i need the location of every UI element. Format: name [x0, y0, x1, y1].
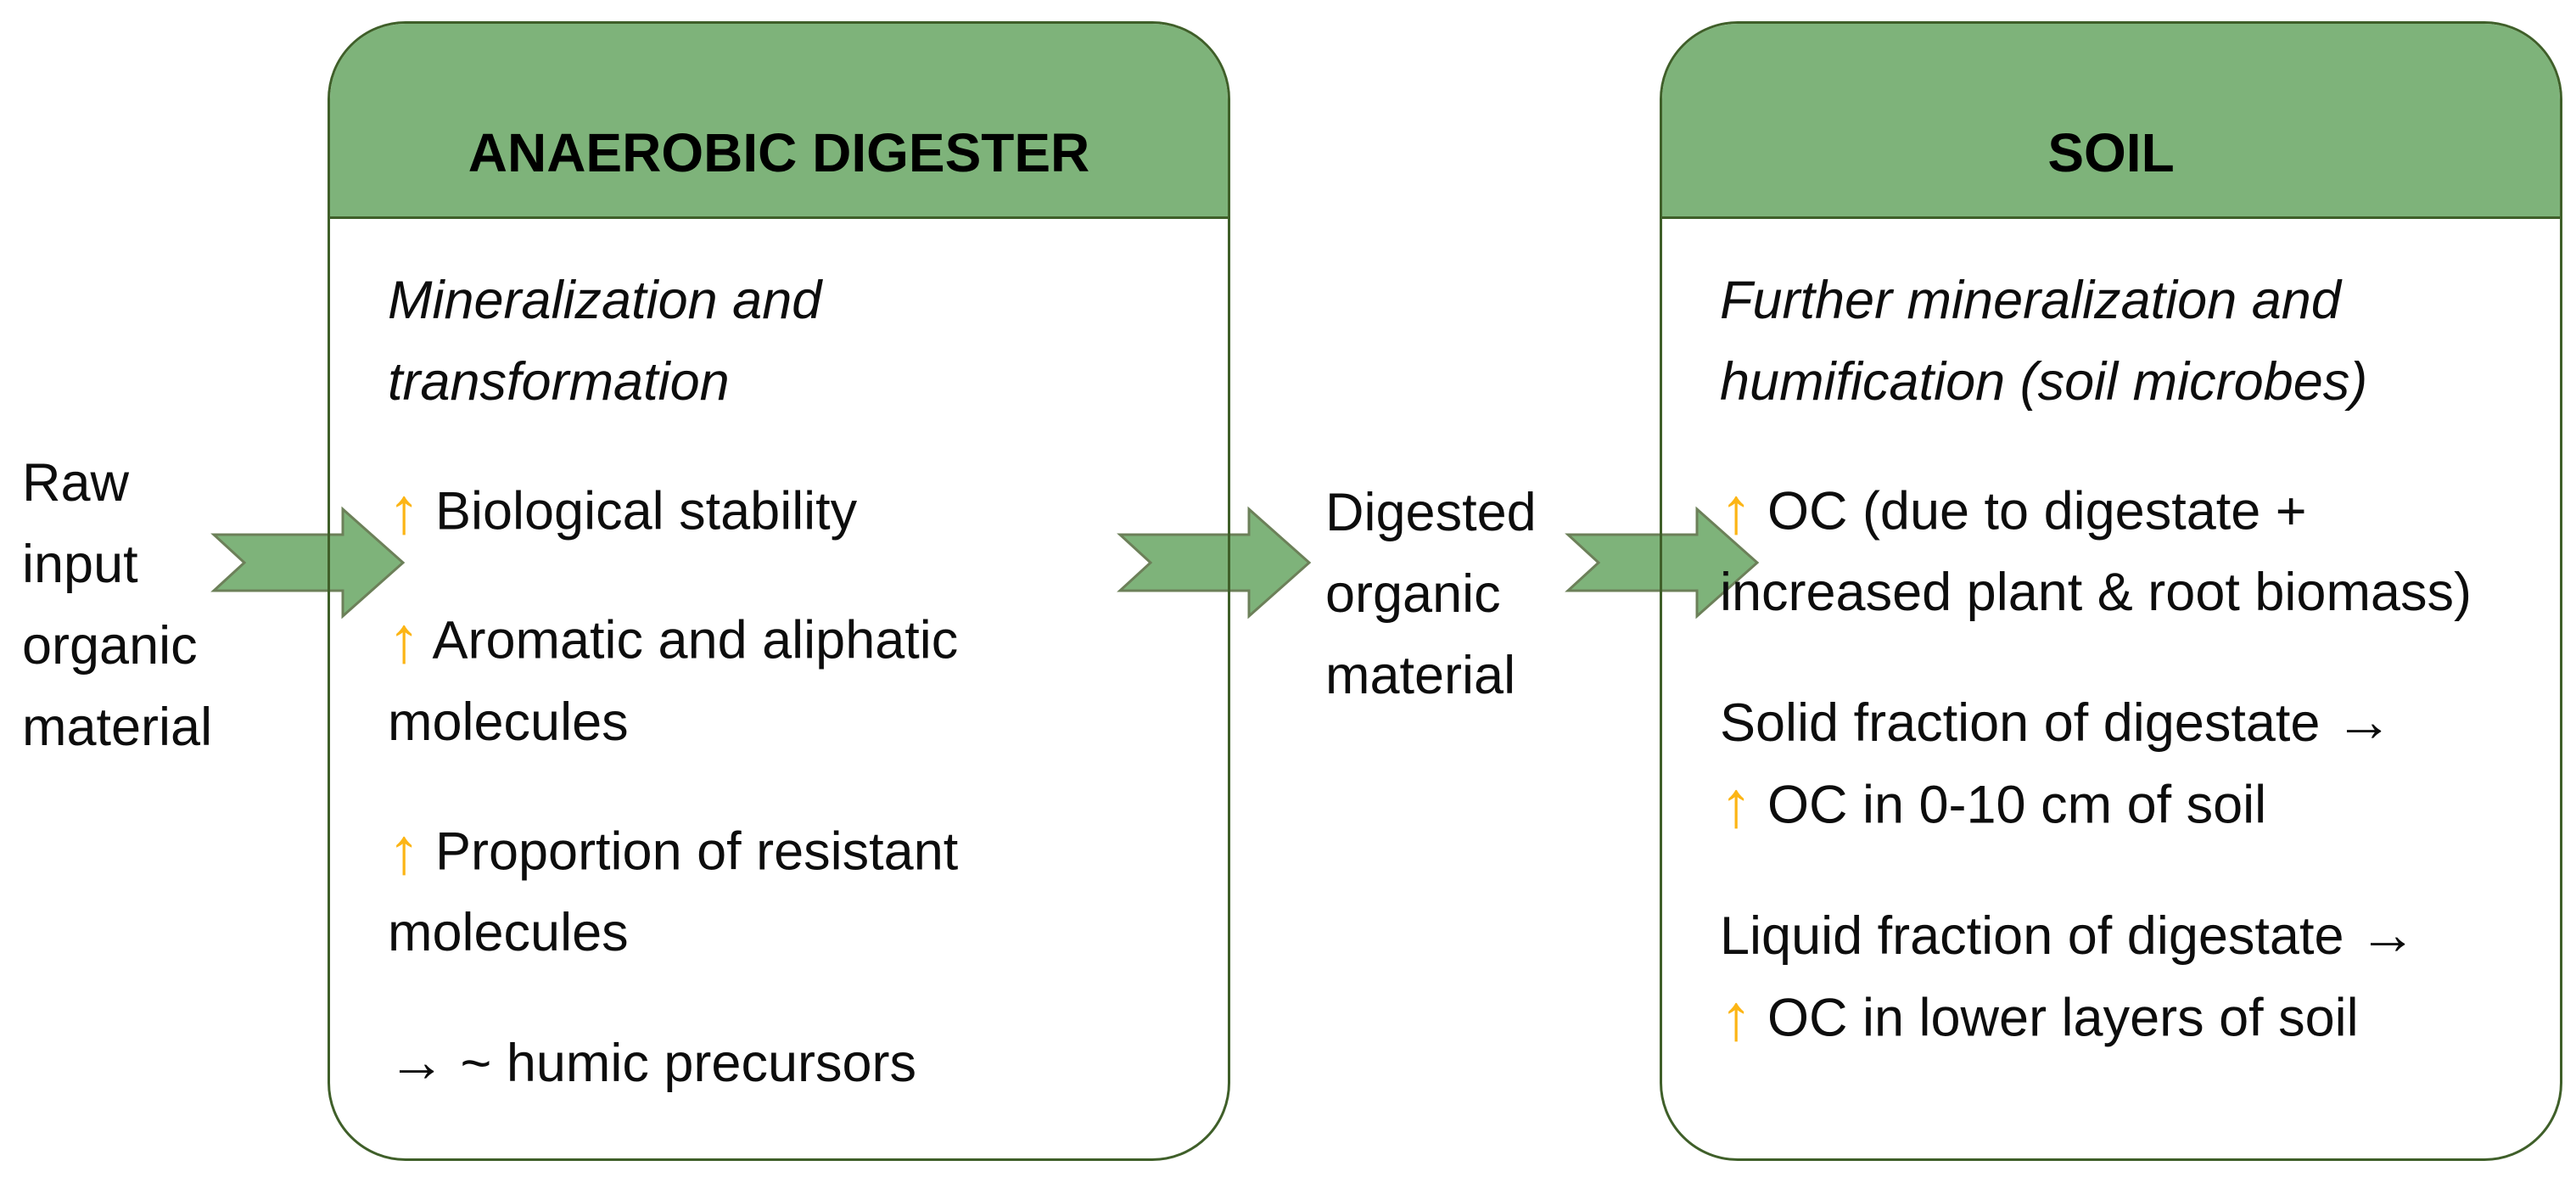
- digester-item-aromatic-aliphatic: ↑ Aromatic and aliphatic molecules: [388, 599, 1177, 762]
- item-text: Proportion of resistant molecules: [388, 821, 959, 963]
- digester-title: ANAEROBIC DIGESTER: [468, 122, 1090, 183]
- soil-title: SOIL: [2047, 122, 2175, 183]
- digester-item-resistant-molecules: ↑ Proportion of resistant molecules: [388, 810, 1177, 973]
- digested-material-label: Digested organic material: [1325, 483, 1537, 705]
- condition-text: Solid fraction of digestate: [1720, 693, 2321, 754]
- item-text: Biological stability: [434, 481, 858, 541]
- up-arrow-icon: ↑: [1720, 768, 1753, 842]
- flow-arrow-material-to-soil: [1565, 506, 1760, 620]
- flow-arrow-input-to-digester: [210, 506, 406, 620]
- block-arrow-shape: [210, 506, 406, 620]
- right-arrow-icon: →: [2334, 689, 2393, 754]
- result-text: OC in 0-10 cm of soil: [1767, 775, 2267, 835]
- note-text: ~ humic precursors: [460, 1034, 916, 1094]
- anaerobic-digester-panel: ANAEROBIC DIGESTER Mineralization and tr…: [328, 21, 1230, 1161]
- soil-intro: Further mineralization and humification …: [1720, 271, 2368, 412]
- up-arrow-icon: ↑: [1720, 474, 1753, 547]
- right-arrow-icon: →: [388, 1029, 446, 1095]
- soil-item-solid-fraction: Solid fraction of digestate → ↑ OC in 0-…: [1720, 681, 2509, 845]
- up-arrow-icon: ↑: [388, 603, 421, 677]
- soil-item-oc-increase: ↑ OC (due to digestate + increased plant…: [1720, 470, 2509, 633]
- result-text: OC in lower layers of soil: [1767, 988, 2359, 1048]
- digester-item-biological-stability: ↑ Biological stability: [388, 470, 1177, 552]
- flow-arrow-digester-to-material: [1117, 506, 1312, 620]
- digester-intro: Mineralization and transformation: [388, 271, 822, 412]
- raw-input-label: Raw input organic material: [22, 453, 213, 757]
- soil-header: SOIL: [1662, 24, 2560, 219]
- right-arrow-icon: →: [2359, 901, 2417, 967]
- soil-panel: SOIL Further mineralization and humifica…: [1660, 21, 2562, 1161]
- digester-note-humic-precursors: → ~ humic precursors: [388, 1021, 1177, 1104]
- up-arrow-icon: ↑: [388, 474, 421, 547]
- up-arrow-icon: ↑: [388, 814, 421, 888]
- digester-header: ANAEROBIC DIGESTER: [330, 24, 1228, 219]
- digester-body: Mineralization and transformation ↑ Biol…: [330, 219, 1228, 1104]
- soil-item-liquid-fraction: Liquid fraction of digestate → ↑ OC in l…: [1720, 894, 2509, 1058]
- condition-text: Liquid fraction of digestate: [1720, 905, 2344, 966]
- item-text: OC (due to digestate + increased plant &…: [1720, 481, 2472, 623]
- up-arrow-icon: ↑: [1720, 980, 1753, 1054]
- item-text: Aromatic and aliphatic molecules: [388, 610, 959, 752]
- soil-body: Further mineralization and humification …: [1662, 219, 2560, 1058]
- block-arrow-shape: [1117, 506, 1312, 620]
- block-arrow-shape: [1565, 506, 1760, 620]
